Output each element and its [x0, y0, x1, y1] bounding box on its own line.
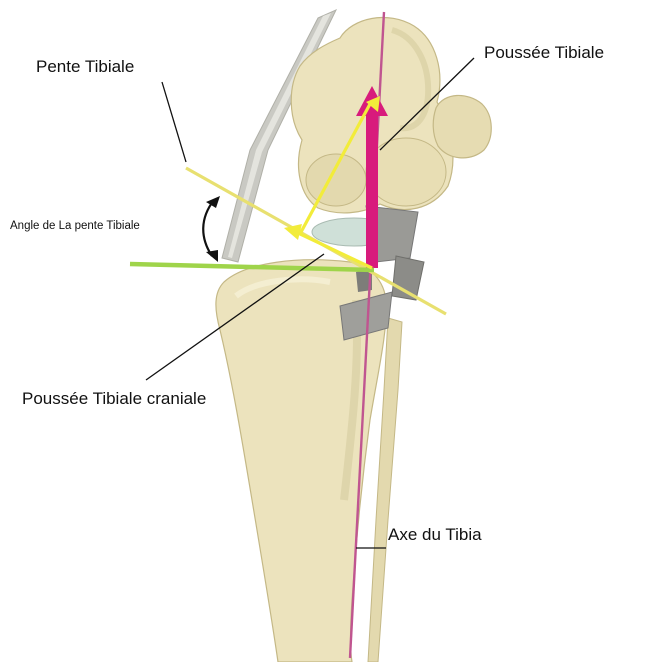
- label-cranial-tibial-thrust: Poussée Tibiale craniale: [22, 389, 206, 408]
- label-tibial-axis: Axe du Tibia: [388, 525, 482, 544]
- label-tibial-slope: Pente Tibiale: [36, 57, 134, 76]
- patella-bone: [433, 95, 491, 157]
- label-tibial-slope-angle: Angle de La pente Tibiale: [10, 220, 140, 232]
- label-tibial-thrust: Poussée Tibiale: [484, 43, 604, 62]
